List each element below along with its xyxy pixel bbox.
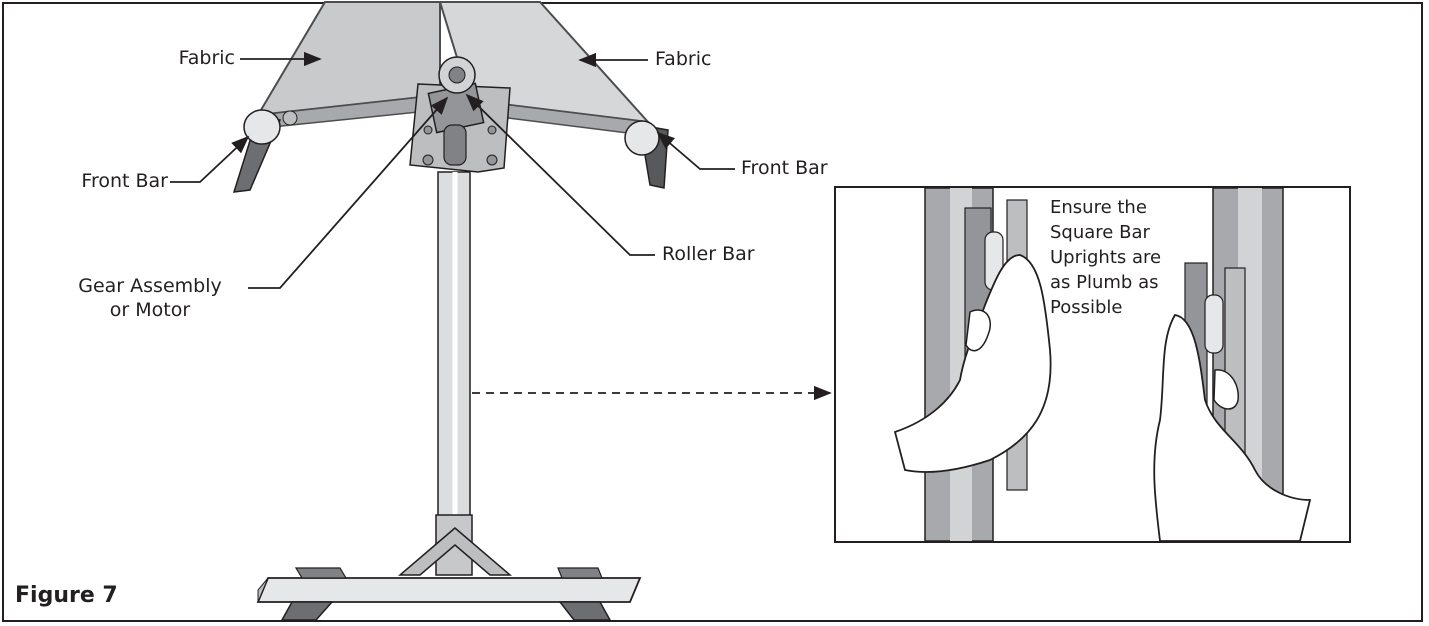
fabric-left-panel xyxy=(256,1,441,129)
callout-front-bar-right: Front Bar xyxy=(741,157,828,179)
leader-lines xyxy=(170,51,832,401)
callout-gear-assembly: Gear Assembly or Motor xyxy=(55,274,245,322)
square-bar-upright xyxy=(435,171,473,576)
plumb-check-inset xyxy=(834,186,1351,543)
callout-fabric-right: Fabric xyxy=(655,48,712,70)
callout-gear-assembly-line2: or Motor xyxy=(109,299,191,321)
front-bar-left xyxy=(232,109,298,193)
front-bar-right xyxy=(624,120,669,189)
callout-fabric-left: Fabric xyxy=(178,47,235,69)
base-stand xyxy=(256,527,642,621)
callout-front-bar-left: Front Bar xyxy=(81,170,168,192)
callout-gear-assembly-line1: Gear Assembly xyxy=(78,275,222,297)
inset-plumb-note: Ensure the Square Bar Uprights are as Pl… xyxy=(1050,197,1162,318)
figure-caption: Figure 7 xyxy=(15,583,118,608)
callout-roller-bar: Roller Bar xyxy=(662,243,755,265)
